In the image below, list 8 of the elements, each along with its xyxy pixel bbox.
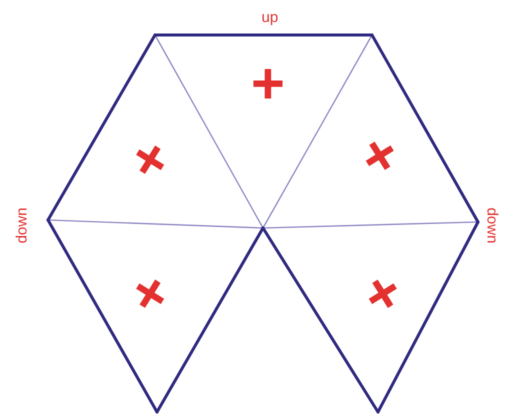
plus-sign: + [353, 260, 413, 328]
plus-sign: + [251, 55, 285, 113]
plus-sign: + [350, 122, 410, 190]
plus-sign: + [120, 126, 180, 194]
direction-label: down [484, 207, 500, 243]
direction-label: down [14, 207, 30, 243]
direction-label: up [262, 10, 278, 24]
plus-sign: + [120, 260, 180, 328]
